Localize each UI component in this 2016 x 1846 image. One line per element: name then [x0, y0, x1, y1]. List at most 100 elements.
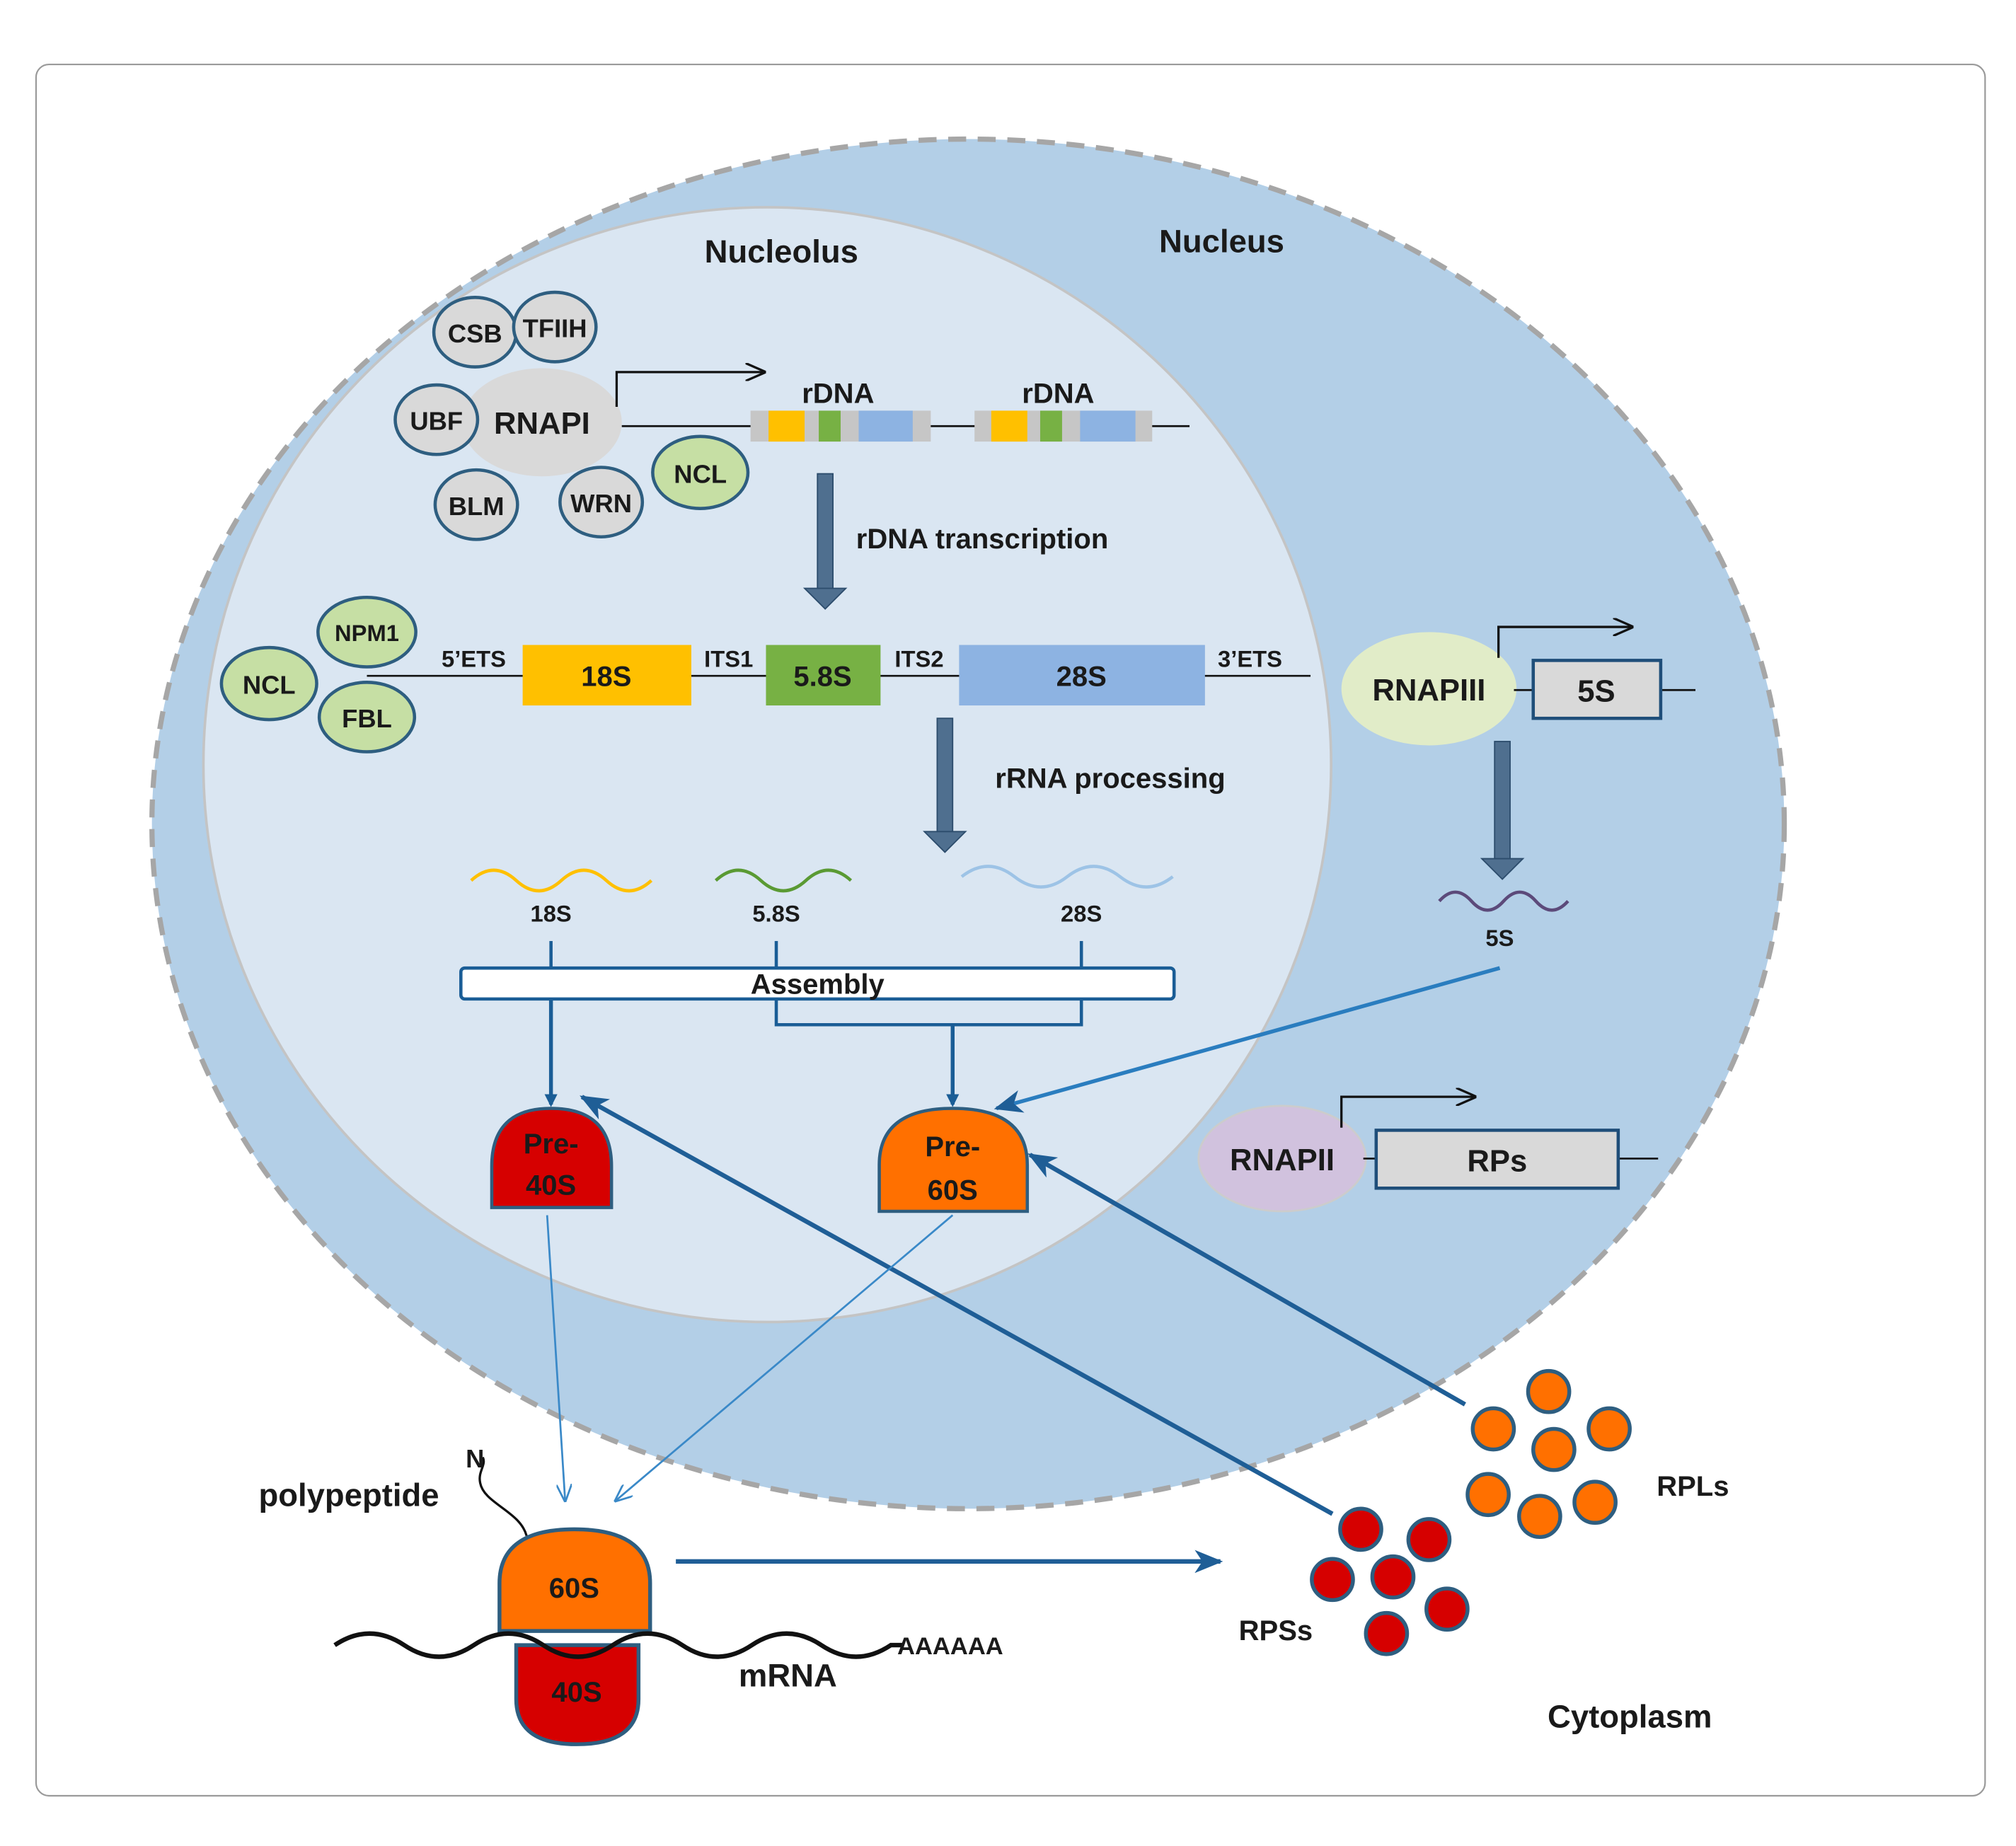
- pre-rrna-28s-segment: [959, 645, 1205, 706]
- nucleus-label: Nucleus: [1159, 224, 1284, 260]
- rps-dot: [1424, 1586, 1470, 1632]
- pre40s-export-arrow: [546, 1215, 565, 1501]
- rpl-dot: [1572, 1479, 1618, 1525]
- 5s-gene-label: 5S: [1577, 674, 1615, 709]
- tfiih-protein: [512, 290, 598, 364]
- rnapi-label: RNAPI: [494, 406, 590, 441]
- 5s-rna-label: 5S: [1485, 925, 1514, 951]
- csb-label: CSB: [448, 319, 502, 348]
- its2-label: ITS2: [894, 645, 943, 671]
- rps-dot: [1406, 1517, 1452, 1562]
- cytoplasm-label: Cytoplasm: [1548, 1699, 1712, 1735]
- wrn-label: WRN: [570, 489, 632, 518]
- 5s-rna-wave: [1438, 890, 1569, 912]
- rdna-unit-2: [974, 410, 1153, 442]
- rps-gene-box: [1374, 1129, 1620, 1190]
- 5s-to-pre60s-arrow: [993, 966, 1501, 1113]
- pre40s-line1: Pre-: [524, 1129, 579, 1160]
- rpl-dot: [1586, 1406, 1632, 1452]
- npm1-protein: [316, 595, 417, 669]
- polypeptide-chain: [478, 1456, 528, 1536]
- pre60s-line1: Pre-: [925, 1131, 980, 1163]
- pre60s-line2: 60S: [928, 1175, 978, 1206]
- rpls-label: RPLs: [1657, 1471, 1729, 1502]
- pre40s-line2: 40S: [526, 1170, 576, 1201]
- pre-rrna-18s-label: 18S: [581, 662, 631, 693]
- fbl-protein: [317, 681, 417, 754]
- pre-rrna-transcript: 18S 5.8S 28S 5’ETS ITS1 ITS2 3’ETS: [367, 645, 1311, 706]
- rps-dot: [1370, 1554, 1416, 1600]
- pol2-start-arrow: [1340, 1097, 1475, 1128]
- ncl-protein-top: [651, 434, 750, 510]
- 60s-label: 60S: [549, 1573, 599, 1604]
- mature-18s-label: 18S: [531, 901, 572, 927]
- ncl-top-label: NCL: [674, 459, 727, 488]
- assembly-connectors: [549, 940, 1083, 1027]
- rnapii-locus: RNAPII RPs: [1197, 1097, 1659, 1213]
- rnapi-blob: [462, 368, 622, 477]
- rpl-dot: [1517, 1494, 1562, 1540]
- blm-protein: [433, 468, 519, 541]
- rrna-processing-arrow: [923, 717, 967, 853]
- pol3-start-arrow: [1497, 627, 1632, 658]
- rpss-import-arrow: [580, 1095, 1334, 1516]
- n-terminus-label: N: [466, 1444, 484, 1473]
- mrna-strand: [333, 1631, 904, 1659]
- rpls-import-arrow: [1027, 1153, 1466, 1407]
- ncl-protein-left: [219, 645, 318, 722]
- ets3-label: 3’ETS: [1218, 645, 1282, 671]
- rps-gene-label: RPs: [1467, 1144, 1527, 1179]
- rps-dot: [1310, 1557, 1355, 1603]
- mature-28s-wave: [960, 865, 1174, 889]
- 40s-label: 40S: [551, 1677, 601, 1708]
- assembly-label: Assembly: [751, 969, 885, 1000]
- rdna-transcription-arrow: [802, 473, 848, 610]
- its1-label: ITS1: [704, 645, 753, 671]
- mature-28s-label: 28S: [1061, 901, 1102, 927]
- blm-label: BLM: [449, 492, 505, 521]
- mrna-label: mRNA: [739, 1657, 837, 1693]
- pre60s-export-arrow: [616, 1214, 954, 1501]
- rpl-dot: [1465, 1472, 1511, 1518]
- rpls-cluster: [1465, 1368, 1632, 1540]
- mature-58s-wave: [714, 868, 853, 893]
- rpss-cluster: [1310, 1506, 1470, 1656]
- rnapiii-protein: [1341, 632, 1517, 746]
- rpl-dot: [1531, 1426, 1577, 1472]
- ets5-label: 5’ETS: [442, 645, 506, 671]
- pre-rrna-28s-label: 28S: [1056, 662, 1107, 693]
- rnapii-label: RNAPII: [1230, 1143, 1335, 1177]
- rnapiii-label: RNAPIII: [1372, 673, 1485, 708]
- pre-rrna-58s-label: 5.8S: [793, 662, 851, 693]
- 60s-subunit: [497, 1527, 652, 1633]
- npm1-label: NPM1: [335, 620, 399, 646]
- rdna-unit-1: [750, 410, 931, 442]
- rnapi-complex: CSB TFIIH UBF RNAPI NCL BLM WRN: [393, 290, 750, 541]
- transcription-start-arrow: [615, 372, 764, 407]
- 40s-subunit: [514, 1643, 641, 1746]
- rdna-label-1: rDNA: [802, 379, 874, 410]
- rpl-dot: [1526, 1368, 1572, 1414]
- rpss-label: RPSs: [1239, 1615, 1313, 1646]
- processing-factors: NPM1 NCL FBL: [219, 595, 417, 754]
- mature-58s-label: 5.8S: [752, 901, 800, 927]
- pre-rrna-58s-segment: [766, 645, 881, 706]
- rdna-label-2: rDNA: [1022, 379, 1094, 410]
- rpl-dot: [1470, 1406, 1516, 1452]
- pre-rrna-18s-segment: [522, 645, 691, 706]
- polya-label: AAAAAA: [897, 1633, 1003, 1660]
- 5s-gene-box: [1531, 659, 1663, 720]
- tfiih-label: TFIIH: [523, 314, 587, 343]
- rdna-locus: rDNA rDNA: [615, 372, 1190, 442]
- fbl-label: FBL: [342, 704, 392, 733]
- ubf-protein: [393, 383, 480, 456]
- ubf-label: UBF: [410, 407, 463, 436]
- mature-18s-wave: [470, 868, 653, 893]
- ncl-left-label: NCL: [243, 671, 296, 700]
- wrn-protein: [558, 466, 645, 538]
- assembly-bar: [459, 966, 1176, 1001]
- pre-40s-subunit: Pre- 40S: [490, 1107, 614, 1209]
- polypeptide-label: polypeptide: [258, 1477, 439, 1513]
- rps-dot: [1338, 1506, 1383, 1552]
